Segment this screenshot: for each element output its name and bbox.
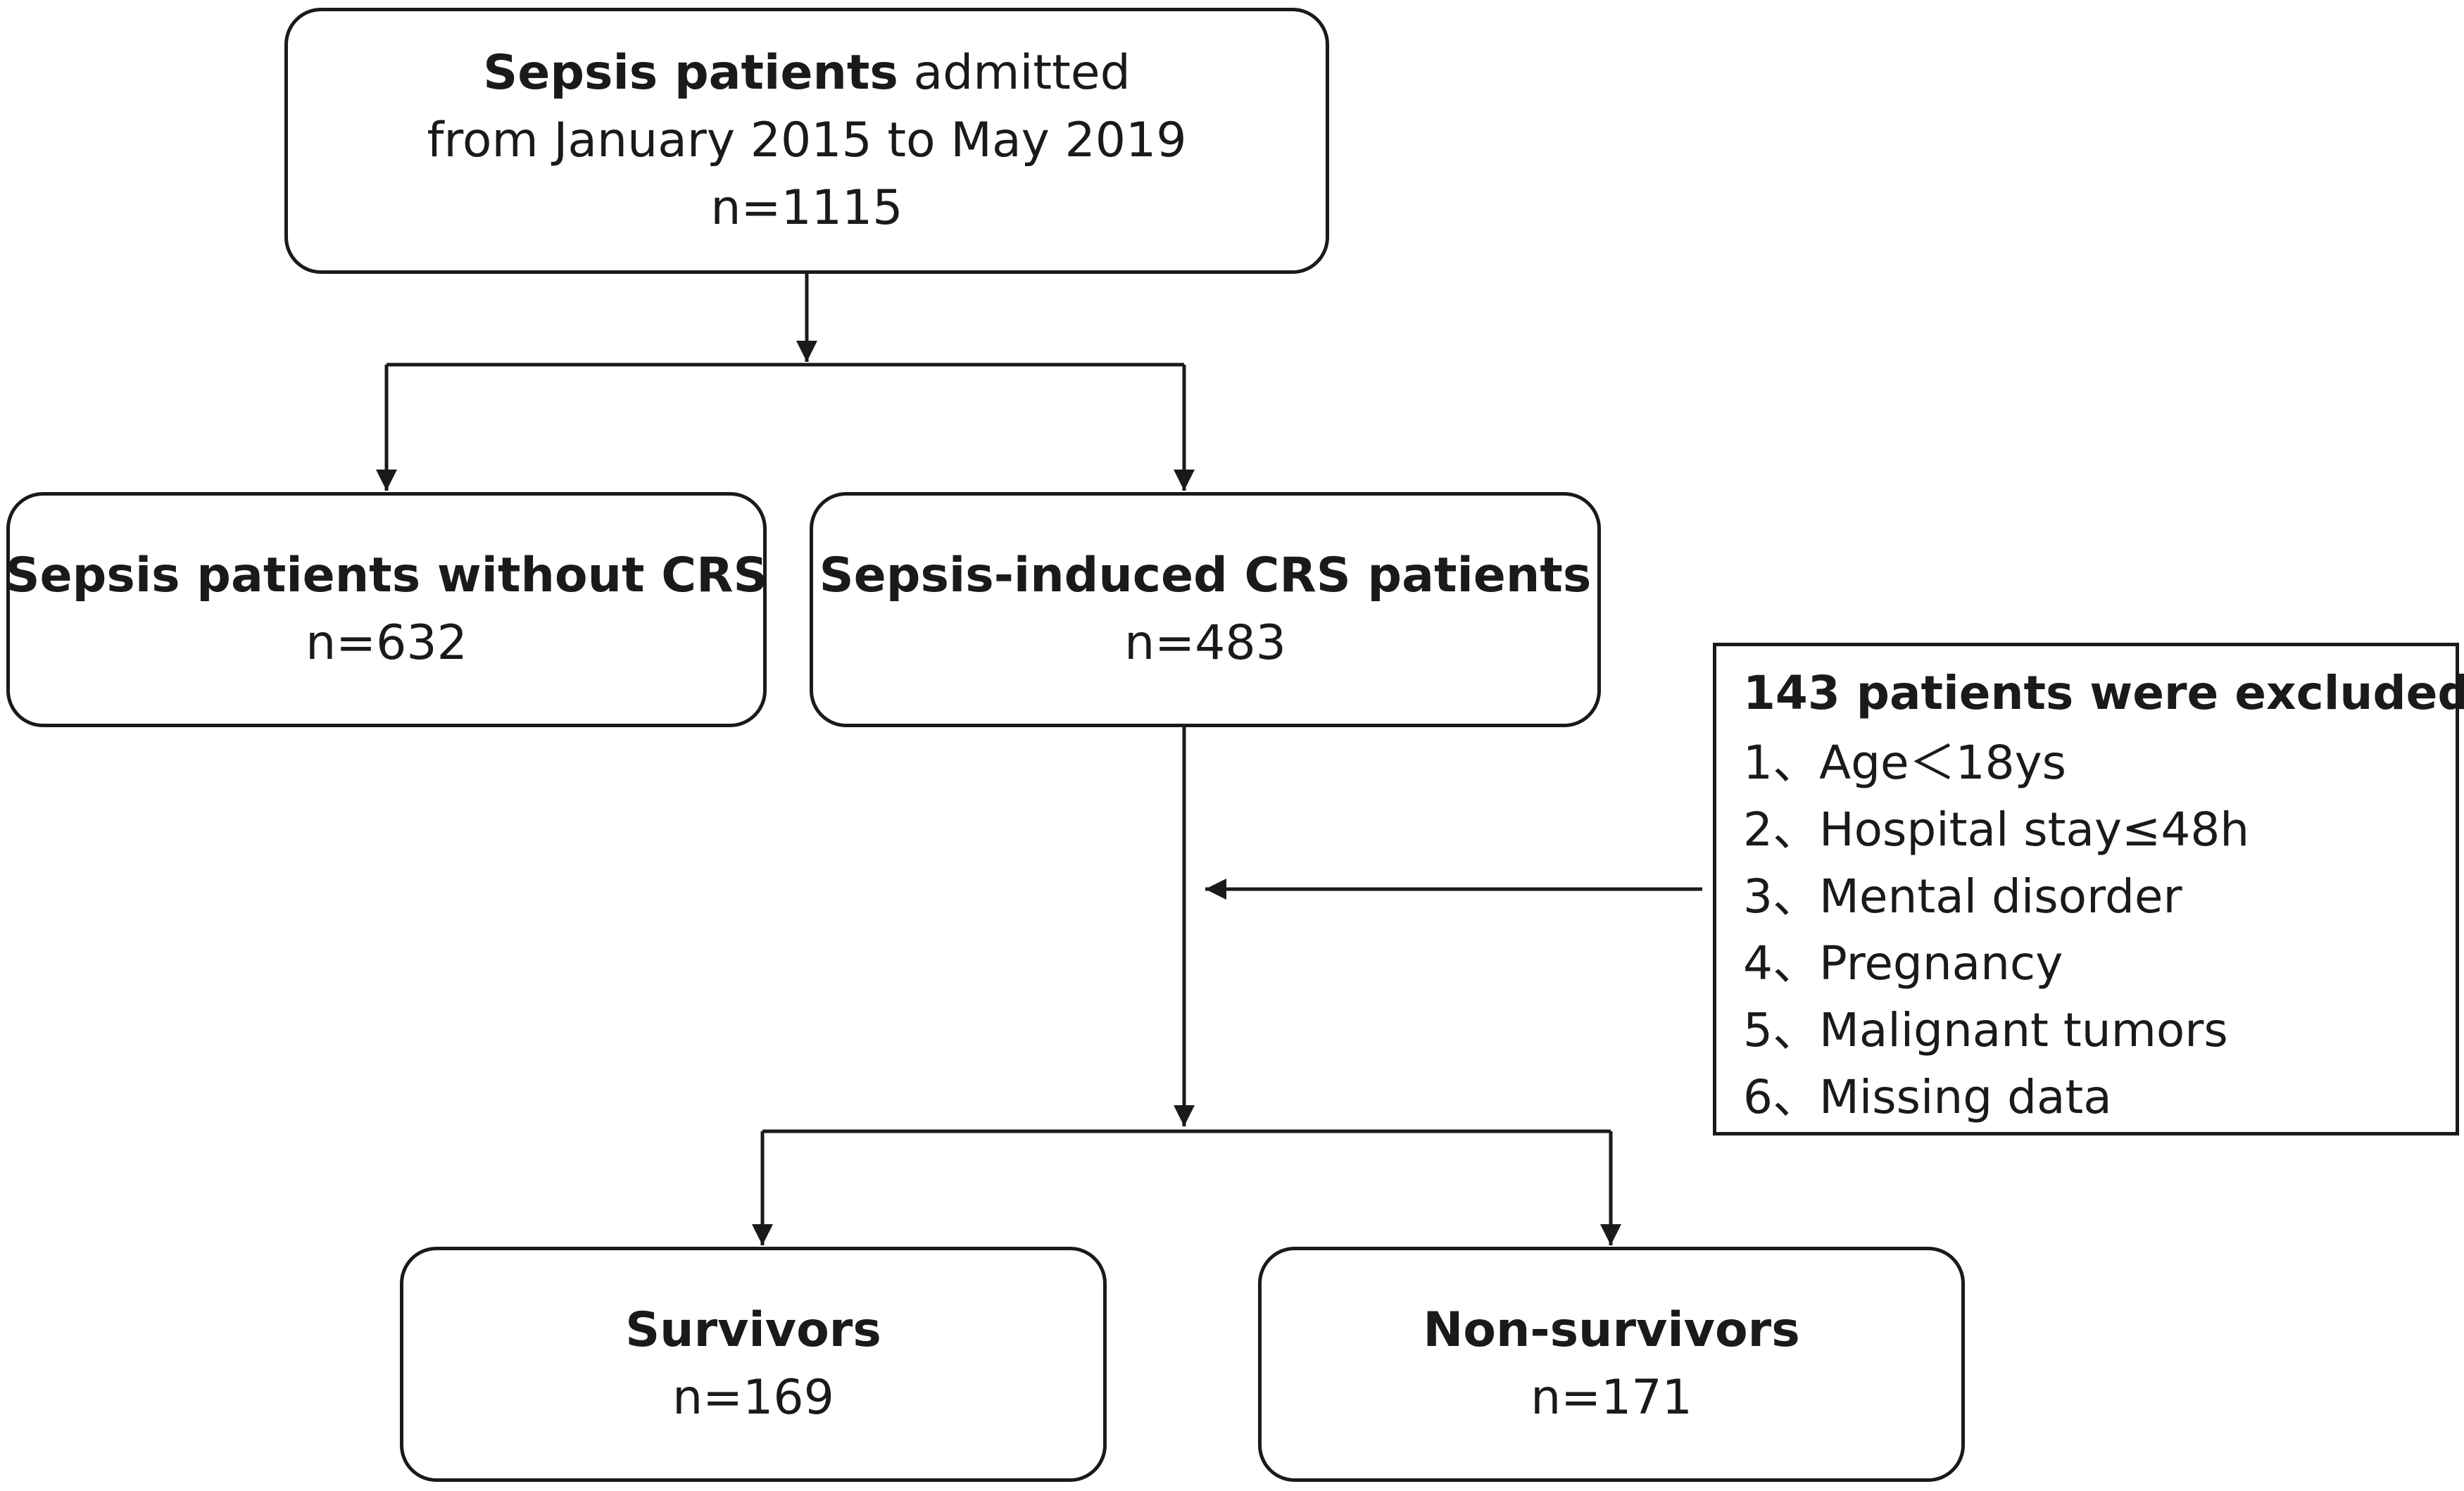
- box-non-survivors: Non-survivors n=171: [1258, 1247, 1965, 1482]
- box-sepsis-induced-crs: Sepsis-induced CRS patients n=483: [810, 492, 1601, 727]
- box-title: Sepsis patients admitted: [483, 39, 1131, 107]
- box-title-bold: Sepsis patients: [483, 45, 898, 101]
- box-label: Non-survivors: [1423, 1302, 1800, 1358]
- box-label: Sepsis patients without CRS: [5, 548, 768, 603]
- exclusion-title: 143 patients were excluded：: [1743, 666, 2464, 720]
- box-sepsis-patients: Sepsis patients admitted from January 20…: [284, 8, 1329, 274]
- box-label: Survivors: [625, 1302, 881, 1358]
- patient-count: n=171: [1530, 1370, 1692, 1426]
- exclusion-item: 2、Hospital stay≤48h: [1743, 803, 2250, 857]
- patient-count: n=483: [1124, 615, 1286, 671]
- patient-count: n=1115: [710, 180, 903, 236]
- box-survivors: Survivors n=169: [400, 1247, 1107, 1482]
- admission-period: from January 2015 to May 2019: [427, 113, 1187, 168]
- exclusion-item: 5、Malignant tumors: [1743, 1003, 2228, 1057]
- box-label: Sepsis-induced CRS patients: [819, 548, 1592, 603]
- exclusion-criteria-box: 143 patients were excluded： 1、Age＜18ys 2…: [1713, 643, 2464, 1135]
- exclusion-item: 6、Missing data: [1743, 1070, 2112, 1124]
- patient-count: n=169: [672, 1370, 834, 1426]
- exclusion-item: 1、Age＜18ys: [1743, 736, 2067, 790]
- exclusion-item: 3、Mental disorder: [1743, 869, 2182, 924]
- exclusion-item: 4、Pregnancy: [1743, 936, 2063, 990]
- box-without-crs: Sepsis patients without CRS n=632: [6, 492, 767, 727]
- patient-count: n=632: [306, 615, 467, 671]
- box-title-rest: admitted: [898, 45, 1131, 101]
